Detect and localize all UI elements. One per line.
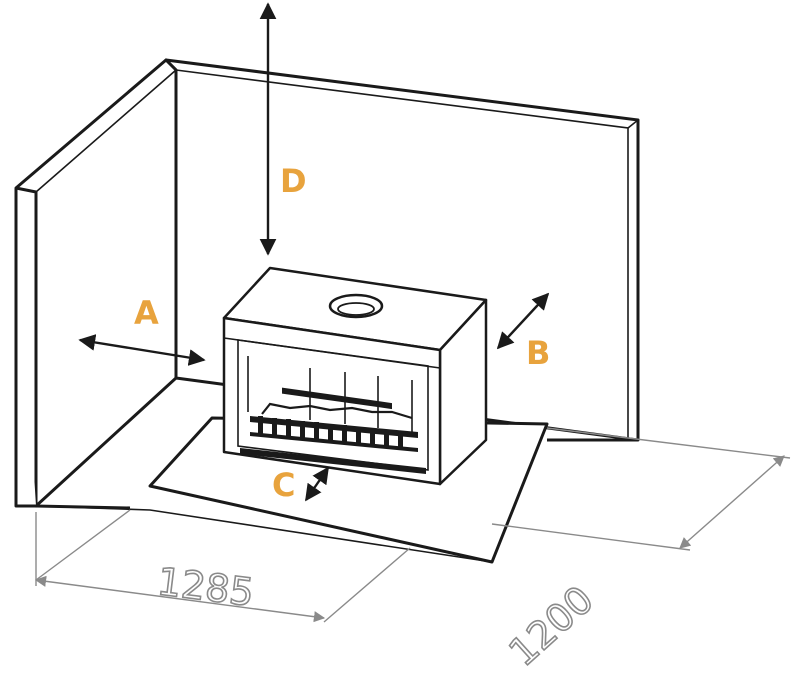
label-d: D [280, 162, 307, 200]
baffle-bar [282, 387, 392, 410]
clearance-b-arrow [496, 292, 550, 350]
label-b: B [526, 334, 550, 372]
label-a: A [134, 294, 159, 332]
depth-dimension [491, 427, 791, 551]
stove [222, 266, 488, 486]
width-dimension [34, 509, 411, 623]
ash-pan-slot [240, 448, 426, 474]
left-wall [14, 58, 178, 508]
depth-dimension-label: 1200 [501, 577, 602, 674]
label-c: C [272, 466, 295, 504]
clearance-a-arrow [78, 334, 206, 366]
width-dimension-label: 1285 [155, 559, 256, 614]
clearance-c-arrow [305, 466, 329, 502]
grate [250, 402, 418, 452]
